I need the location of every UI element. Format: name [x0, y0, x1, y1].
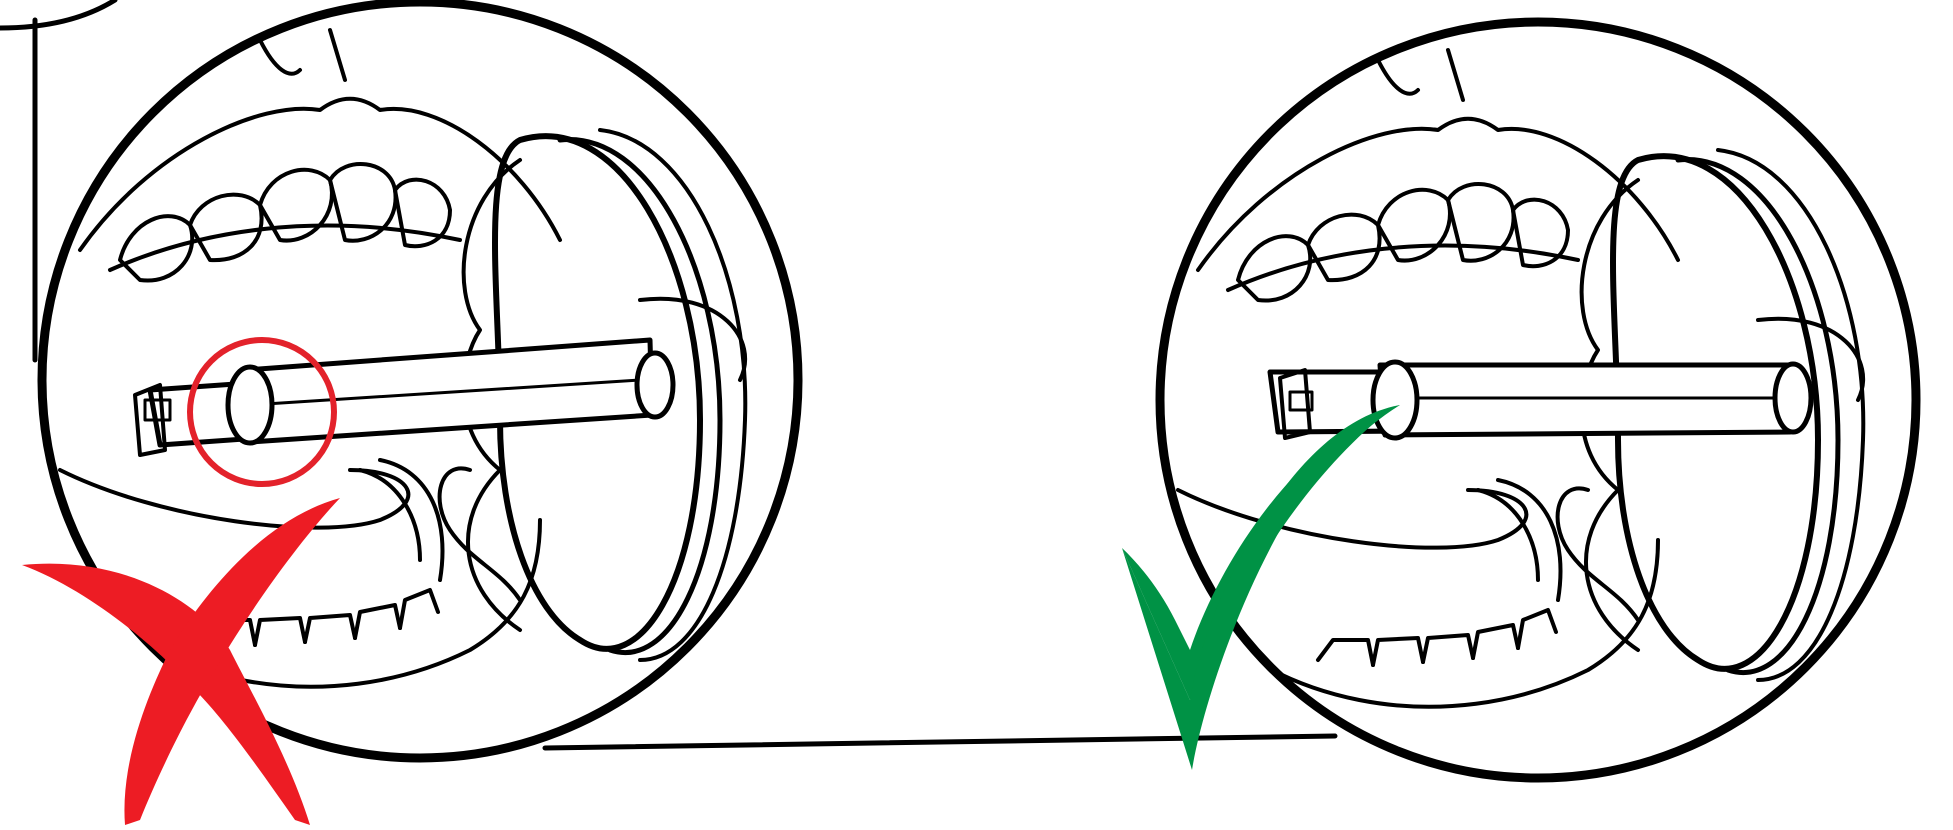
upper-gum-line [1228, 246, 1578, 290]
nose-outline [1378, 50, 1463, 100]
incorrect-panel [22, 2, 798, 825]
nose-outline [260, 30, 345, 80]
lower-teeth [1318, 610, 1556, 665]
lower-molars [360, 460, 443, 580]
cross-icon [22, 498, 340, 825]
upper-gum-line [110, 226, 460, 270]
upper-teeth [1238, 184, 1568, 301]
tongue [1178, 490, 1526, 548]
correct-panel [1122, 22, 1916, 778]
lip-curl [440, 468, 520, 600]
upper-teeth [120, 164, 450, 281]
lower-molars [1478, 480, 1561, 600]
lip-curl [1558, 488, 1638, 620]
